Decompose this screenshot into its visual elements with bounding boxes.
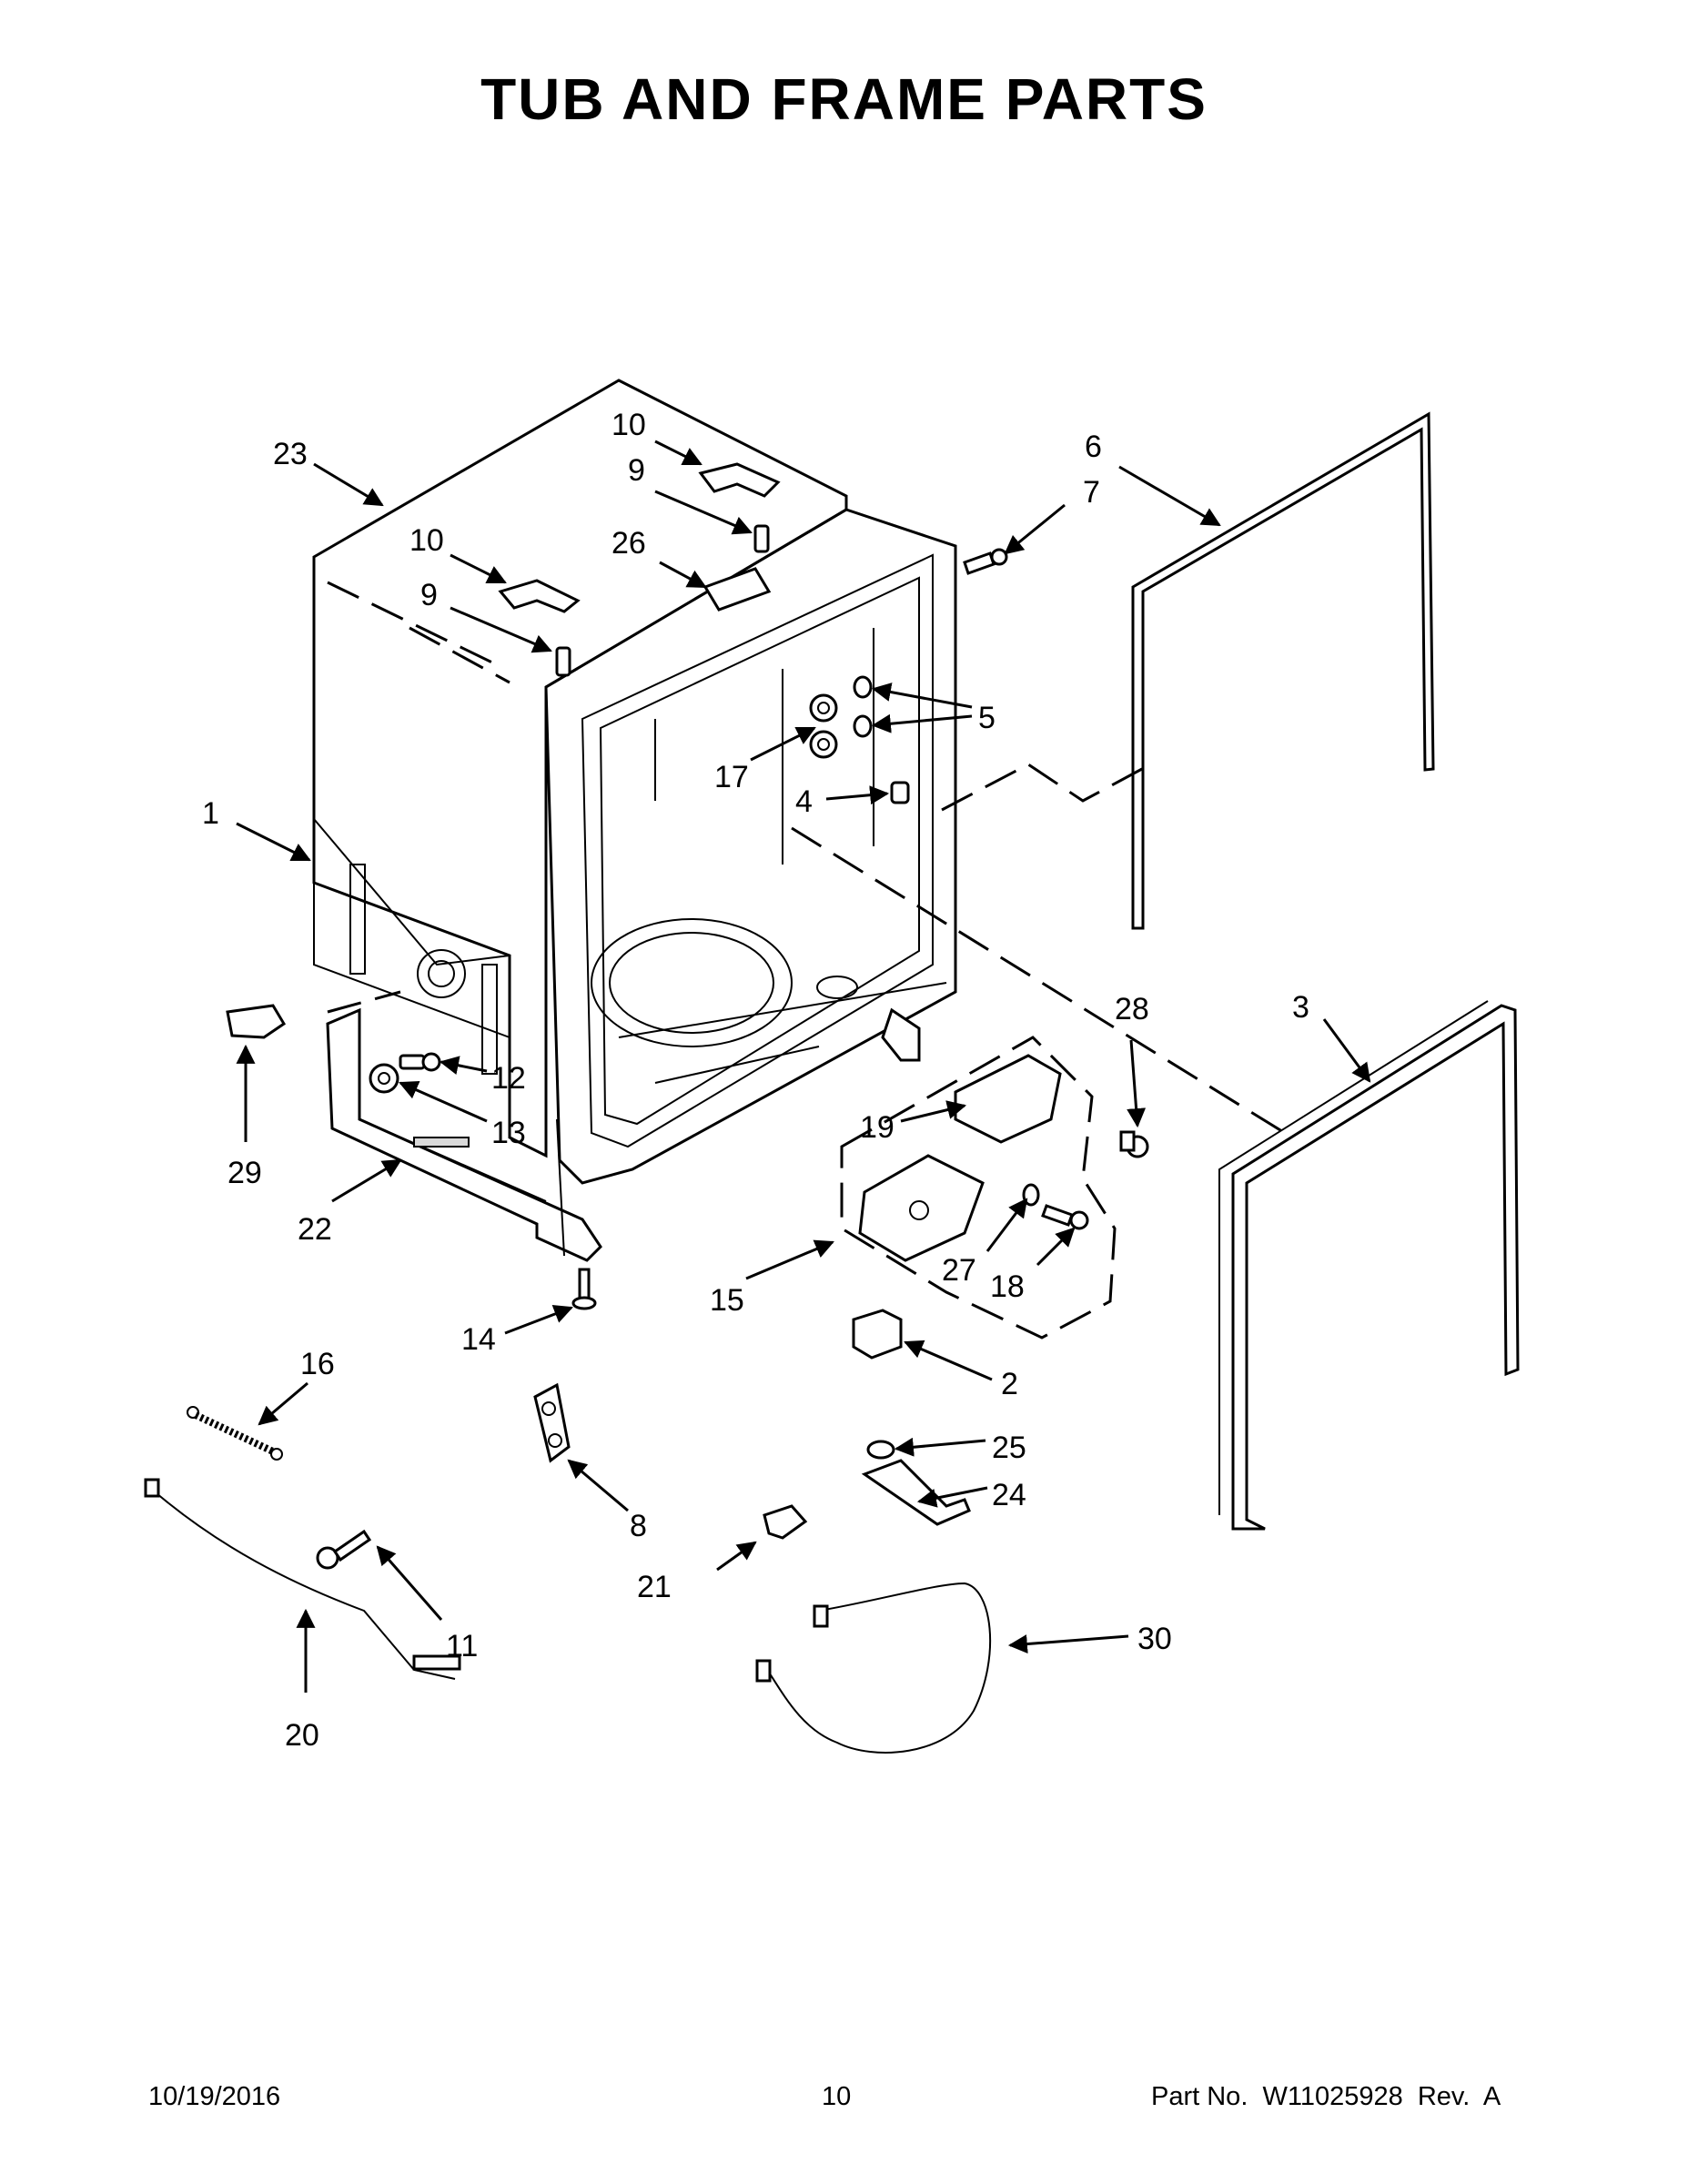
callout-10-right: 10 — [612, 408, 646, 442]
tub-assembly — [312, 379, 957, 1185]
callout-6: 6 — [1085, 430, 1102, 464]
screw-28 — [1119, 1130, 1149, 1158]
wheel-13 — [369, 1063, 399, 1094]
callout-1: 1 — [202, 796, 219, 831]
callout-16: 16 — [300, 1347, 335, 1381]
callout-23: 23 — [273, 437, 308, 471]
footer-page-number: 10 — [822, 2082, 852, 2111]
callout-4: 4 — [795, 784, 813, 819]
page-title: TUB AND FRAME PARTS — [480, 66, 1208, 132]
callout-15: 15 — [710, 1283, 744, 1318]
screw-11 — [316, 1529, 372, 1570]
screw-7 — [963, 548, 1008, 575]
bottom-door-seal — [1218, 1000, 1520, 1531]
callout-25: 25 — [992, 1431, 1026, 1465]
callout-9-right: 9 — [628, 453, 645, 488]
door-gasket — [1131, 411, 1435, 930]
callout-26: 26 — [612, 526, 646, 561]
callout-9-left: 9 — [420, 578, 438, 612]
spring-16 — [187, 1406, 283, 1461]
callout-13: 13 — [491, 1116, 526, 1150]
callout-30: 30 — [1137, 1622, 1172, 1656]
box-2 — [852, 1309, 903, 1360]
callout-8: 8 — [630, 1509, 647, 1543]
connector-21 — [763, 1504, 808, 1540]
mount-15 — [858, 1154, 985, 1262]
callout-22: 22 — [298, 1212, 332, 1247]
callout-24: 24 — [992, 1478, 1026, 1512]
wire-harness-30 — [755, 1582, 992, 1754]
switch-25 — [866, 1440, 895, 1460]
leader-lines — [236, 440, 1371, 1693]
callout-21: 21 — [637, 1570, 672, 1604]
callout-11: 11 — [446, 1629, 478, 1663]
wire-harness-20 — [144, 1478, 461, 1680]
screw-12 — [399, 1052, 441, 1072]
callout-29: 29 — [227, 1156, 262, 1190]
footer-part-number: Part No. W11025928 Rev. A — [1151, 2082, 1501, 2111]
bracket-19 — [954, 1054, 1062, 1144]
callout-20: 20 — [285, 1718, 319, 1753]
callout-10-left: 10 — [409, 523, 444, 558]
bracket-24 — [861, 1459, 971, 1526]
callout-2: 2 — [1001, 1367, 1018, 1401]
hinge-bracket-left — [498, 579, 581, 613]
callout-12: 12 — [491, 1061, 526, 1096]
leveling-leg-14 — [571, 1268, 597, 1310]
callout-19: 19 — [860, 1110, 895, 1145]
callout-28: 28 — [1115, 992, 1149, 1026]
screw-right — [753, 524, 770, 553]
alignment-line-base — [327, 990, 401, 1014]
tub-strike — [702, 567, 772, 612]
parts-group-outline — [840, 1036, 1117, 1340]
alignment-line-gasket — [941, 763, 1143, 812]
cable-clip-8 — [533, 1382, 571, 1463]
alignment-line-tub-left-2 — [409, 626, 510, 684]
footer-date: 10/19/2016 — [148, 2082, 281, 2111]
callout-3: 3 — [1292, 990, 1309, 1025]
grommets — [809, 675, 910, 804]
screw-left — [555, 646, 571, 677]
callout-27: 27 — [942, 1253, 976, 1288]
clip-29 — [226, 1004, 287, 1039]
alignment-line-tub-left — [327, 581, 497, 666]
callout-labels: 1 2 3 4 5 6 7 8 9 9 10 10 11 12 13 14 15… — [202, 408, 1309, 1753]
callout-18: 18 — [990, 1269, 1025, 1304]
callout-14: 14 — [461, 1322, 496, 1357]
hinge-bracket-right — [698, 462, 781, 498]
base-frame — [326, 1007, 602, 1262]
screw-18 — [1041, 1204, 1089, 1230]
callout-7: 7 — [1083, 475, 1100, 510]
callout-5: 5 — [978, 701, 996, 735]
callout-17: 17 — [714, 760, 749, 794]
